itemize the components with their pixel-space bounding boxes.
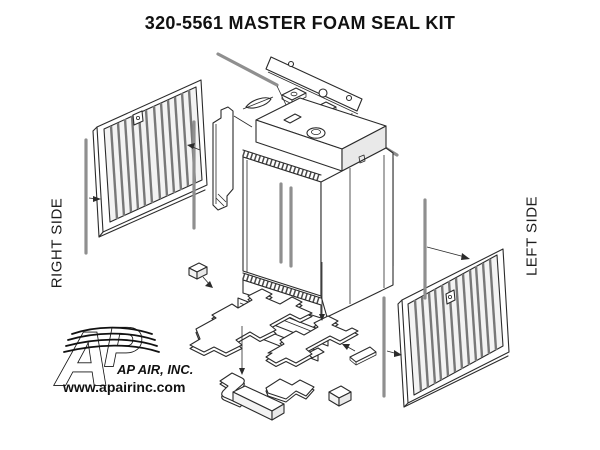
foam-seal-sheet	[189, 288, 313, 354]
left-grille-foam-strips	[84, 120, 201, 255]
mounting-brackets-bottom	[188, 262, 352, 421]
logo-company-name: AP AIR, INC.	[117, 362, 194, 377]
foam-seal-sheet	[265, 315, 359, 364]
bottom-foam-seal-sheets	[189, 262, 359, 375]
top-mounting-plate	[265, 56, 363, 115]
grille-tab	[132, 110, 144, 126]
grille-tab	[445, 289, 456, 305]
side-baffle-left	[212, 106, 253, 211]
left-louvered-grille	[92, 79, 208, 238]
radiator-side-column	[320, 147, 394, 318]
right-louvered-grille	[397, 248, 510, 408]
bracket	[265, 378, 315, 400]
gasket-leaf-piece	[242, 96, 274, 110]
filler-cap	[306, 127, 326, 139]
foam-block	[328, 385, 352, 407]
page-title: 320-5561 MASTER FOAM SEAL KIT	[144, 13, 456, 33]
small-foam-pad	[342, 344, 377, 366]
foam-block-small	[188, 262, 213, 288]
logo-website: www.apairinc.com	[63, 379, 186, 395]
foam-strip	[216, 52, 279, 87]
bottom-bar	[232, 385, 285, 421]
tank-bracket	[283, 113, 302, 124]
ap-air-logo: P A	[53, 314, 160, 403]
right-grille-foam-strips	[342, 198, 470, 398]
